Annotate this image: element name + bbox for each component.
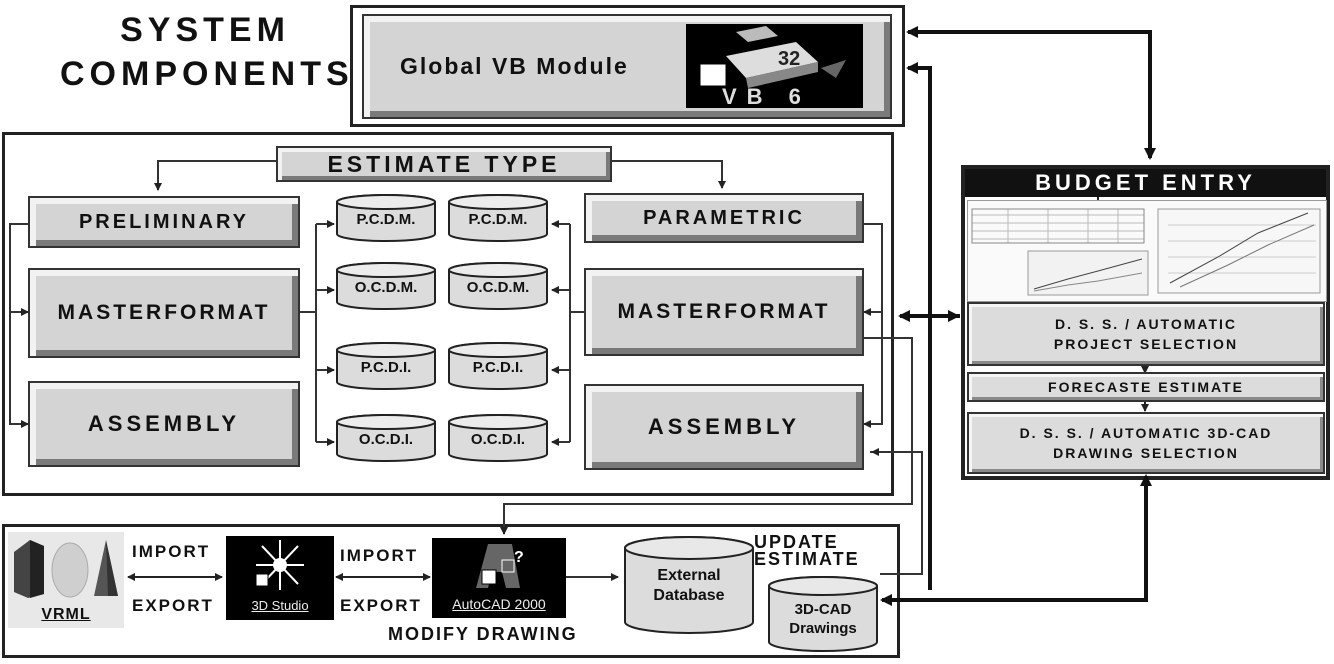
vrml-icon: VRML [8, 532, 124, 628]
import-label-2: IMPORT [340, 546, 418, 566]
left-assembly-box[interactable]: ASSEMBLY [28, 381, 300, 467]
external-database-label: External Database [624, 566, 754, 606]
3d-studio-label: 3D Studio [226, 598, 334, 613]
database-label: P.C.D.M. [448, 211, 548, 228]
dss-project-selection-box[interactable]: D. S. S. / AUTOMATIC PROJECT SELECTION [967, 302, 1325, 366]
database-label: O.C.D.M. [448, 279, 548, 296]
budget-header-label: BUDGET ENTRY [1035, 170, 1256, 195]
forecast-estimate-label: FORECASTE ESTIMATE [1048, 377, 1244, 397]
svg-text:?: ? [514, 549, 524, 566]
database-label: P.C.D.M. [336, 211, 436, 228]
budget-header: BUDGET ENTRY [965, 169, 1326, 197]
forecast-estimate-box[interactable]: FORECASTE ESTIMATE [967, 372, 1325, 402]
left-masterformat-label: MASTERFORMAT [58, 301, 271, 325]
3d-studio-icon[interactable]: 3D Studio [226, 536, 334, 620]
autocad-icon[interactable]: ? AutoCAD 2000 [432, 538, 566, 618]
right-assembly-box[interactable]: ASSEMBLY [584, 384, 864, 470]
autocad-label: AutoCAD 2000 [432, 596, 566, 612]
left-masterformat-box[interactable]: MASTERFORMAT [28, 268, 300, 358]
dss-cad-selection-box[interactable]: D. S. S. / AUTOMATIC 3D-CAD DRAWING SELE… [967, 412, 1325, 474]
database-cylinder-left-2[interactable]: P.C.D.I. [336, 342, 436, 390]
database-label: O.C.D.M. [336, 279, 436, 296]
database-cylinder-left-0[interactable]: P.C.D.M. [336, 194, 436, 242]
database-cylinder-right-1[interactable]: O.C.D.M. [448, 262, 548, 310]
export-label-1: EXPORT [132, 596, 214, 616]
right-masterformat-box[interactable]: MASTERFORMAT [584, 268, 864, 356]
database-label: O.C.D.I. [448, 431, 548, 448]
database-label: O.C.D.I. [336, 431, 436, 448]
preliminary-label: PRELIMINARY [79, 211, 249, 234]
right-masterformat-label: MASTERFORMAT [618, 300, 831, 324]
database-cylinder-right-3[interactable]: O.C.D.I. [448, 414, 548, 462]
budget-spreadsheet-thumbnail [967, 200, 1327, 302]
update-estimate-label: UPDATE ESTIMATE [754, 534, 860, 568]
vrml-label: VRML [8, 606, 124, 624]
database-cylinder-right-0[interactable]: P.C.D.M. [448, 194, 548, 242]
database-cylinder-left-3[interactable]: O.C.D.I. [336, 414, 436, 462]
database-label: P.C.D.I. [448, 359, 548, 376]
parametric-box[interactable]: PARAMETRIC [584, 193, 864, 243]
right-assembly-label: ASSEMBLY [648, 414, 800, 440]
import-label-1: IMPORT [132, 542, 210, 562]
database-cylinder-left-1[interactable]: O.C.D.M. [336, 262, 436, 310]
left-assembly-label: ASSEMBLY [88, 411, 240, 437]
estimate-type-box[interactable]: ESTIMATE TYPE [276, 146, 612, 182]
parametric-label: PARAMETRIC [643, 207, 805, 230]
modify-drawing-label: MODIFY DRAWING [388, 624, 578, 645]
database-cylinder-right-2[interactable]: P.C.D.I. [448, 342, 548, 390]
preliminary-box[interactable]: PRELIMINARY [28, 196, 300, 248]
estimate-type-label: ESTIMATE TYPE [327, 151, 560, 178]
database-label: P.C.D.I. [336, 359, 436, 376]
3d-cad-drawings-cylinder[interactable]: 3D-CAD Drawings [768, 576, 878, 652]
dss-project-selection-label: D. S. S. / AUTOMATIC PROJECT SELECTION [1054, 314, 1238, 354]
external-database-cylinder[interactable]: External Database [624, 536, 754, 634]
dss-cad-selection-label: D. S. S. / AUTOMATIC 3D-CAD DRAWING SELE… [1020, 423, 1273, 463]
export-label-2: EXPORT [340, 596, 422, 616]
3d-cad-drawings-label: 3D-CAD Drawings [768, 600, 878, 638]
